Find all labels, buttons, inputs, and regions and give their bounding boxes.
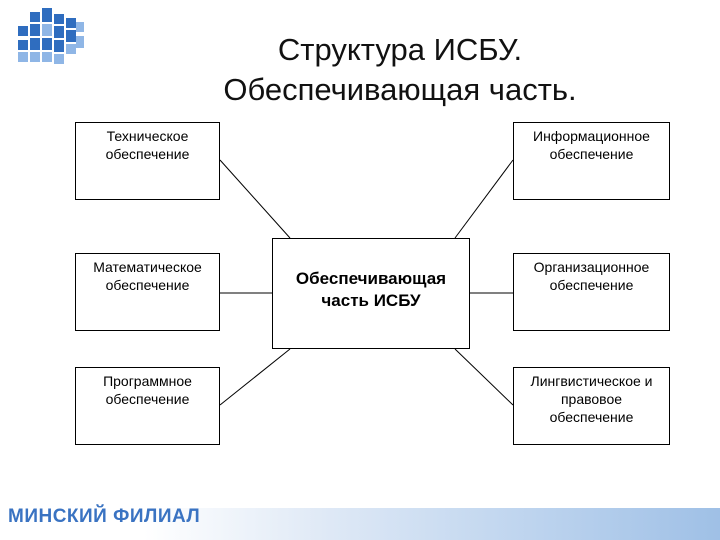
connector-tech xyxy=(219,159,291,239)
footer-branch-label: МИНСКИЙ ФИЛИАЛ xyxy=(8,506,201,527)
connector-info xyxy=(454,159,514,239)
node-label: правовое xyxy=(560,391,623,407)
title-line-1: Структура ИСБУ. xyxy=(277,32,523,67)
building-logo-icon xyxy=(18,8,84,64)
node-label: Организационное xyxy=(533,259,650,275)
node-mathematical-support: Математическое обеспечение xyxy=(75,253,220,331)
node-label: Программное xyxy=(103,373,192,389)
node-central-support-part: Обеспечивающая часть ИСБУ xyxy=(272,238,470,349)
page-title: Структура ИСБУ. Обеспечивающая часть. xyxy=(120,30,680,110)
node-label: обеспечение xyxy=(105,146,190,162)
node-label: обеспечение xyxy=(549,409,634,425)
node-label: Информационное xyxy=(533,128,650,144)
node-software-support: Программное обеспечение xyxy=(75,367,220,445)
node-information-support: Информационное обеспечение xyxy=(513,122,670,200)
node-label: обеспечение xyxy=(549,146,634,162)
center-label: Обеспечивающая xyxy=(295,268,447,288)
node-organizational-support: Организационное обеспечение xyxy=(513,253,670,331)
node-label: Лингвистическое и xyxy=(530,373,653,389)
node-technical-support: Техническое обеспечение xyxy=(75,122,220,200)
node-label: обеспечение xyxy=(105,277,190,293)
connector-ling xyxy=(454,348,514,406)
node-label: обеспечение xyxy=(105,391,190,407)
footer-bar xyxy=(0,508,720,540)
center-label: часть ИСБУ xyxy=(321,290,421,310)
node-label: обеспечение xyxy=(549,277,634,293)
node-linguistic-legal-support: Лингвистическое и правовое обеспечение xyxy=(513,367,670,445)
title-line-2: Обеспечивающая часть. xyxy=(223,72,577,107)
node-label: Математическое xyxy=(93,259,202,275)
connector-soft xyxy=(219,348,291,406)
node-label: Техническое xyxy=(106,128,189,144)
